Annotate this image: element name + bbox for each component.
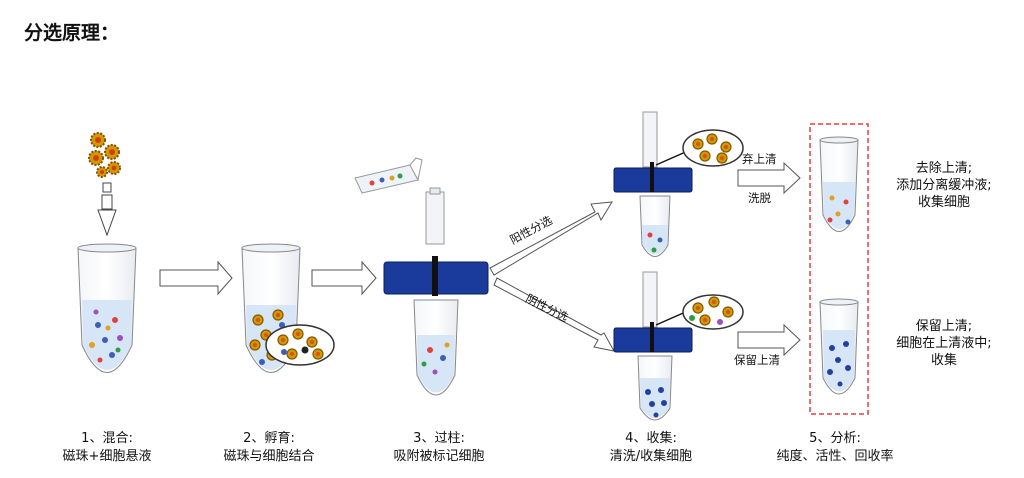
note-positive-line: 添加分离缓冲液; (896, 178, 992, 193)
zoom-bubble-positive (682, 129, 744, 167)
label-discard-supernatant: 弃上清 (742, 152, 777, 166)
tube-mix (77, 243, 137, 373)
arrow-negative-to-analysis (737, 323, 801, 357)
arrow-step2-3 (311, 260, 377, 296)
dropper-icon (97, 182, 117, 237)
column-syringe (425, 187, 445, 245)
step-caption-3: 3、过柱: 吸附被标记细胞 (374, 430, 504, 466)
step-caption-title: 1、混合: (81, 431, 133, 446)
magnetic-beads-cluster (88, 132, 121, 178)
column-tip (432, 256, 438, 296)
step-caption-5: 5、分析: 纯度、活性、回收率 (760, 430, 910, 466)
column-negative-syringe (642, 271, 658, 328)
step-caption-title: 5、分析: (809, 431, 861, 446)
step-caption-desc: 磁珠与细胞结合 (223, 449, 315, 464)
step-caption-1: 1、混合: 磁珠+细胞悬液 (47, 430, 167, 466)
column-negative-tip (650, 322, 654, 352)
column-positive-syringe (642, 111, 658, 168)
note-negative: 保留上清; 细胞在上清液中; 收集 (874, 318, 1014, 369)
column-positive-tip (650, 162, 654, 192)
arrow-positive-to-analysis (737, 161, 801, 195)
arrow-positive-branch (489, 201, 613, 276)
step-caption-desc: 纯度、活性、回收率 (776, 449, 894, 464)
pouring-tube (354, 157, 423, 194)
step-caption-desc: 清洗/收集细胞 (609, 449, 693, 464)
label-elute: 洗脱 (748, 191, 771, 205)
note-positive-line: 去除上清; (915, 161, 973, 176)
tube-positive (639, 195, 671, 257)
step-caption-4: 4、收集: 清洗/收集细胞 (586, 430, 716, 466)
tube-negative (637, 355, 673, 421)
label-keep-supernatant: 保留上清 (734, 353, 780, 367)
step-caption-title: 4、收集: (625, 431, 677, 446)
tube-analysis-negative (819, 298, 859, 395)
zoom-bubble-negative (682, 294, 744, 330)
note-negative-line: 收集 (930, 353, 957, 368)
note-positive-line: 收集细胞 (917, 195, 970, 210)
step-caption-desc: 吸附被标记细胞 (393, 449, 485, 464)
step-caption-desc: 磁珠+细胞悬液 (62, 449, 152, 464)
zoom-bubble-incubate (265, 324, 335, 366)
note-positive: 去除上清; 添加分离缓冲液; 收集细胞 (874, 160, 1014, 211)
step-caption-title: 2、孵育: (243, 431, 295, 446)
arrow-step1-2 (159, 260, 233, 296)
tube-analysis-positive (819, 136, 859, 232)
note-negative-line: 保留上清; (915, 319, 973, 334)
note-negative-line: 细胞在上清液中; (896, 336, 992, 351)
step-caption-title: 3、过柱: (413, 431, 465, 446)
arrow-negative-branch (493, 277, 615, 352)
page-title: 分选原理： (24, 22, 120, 44)
tube-column-collect (413, 299, 459, 396)
analysis-dashed-box (809, 123, 869, 415)
step-caption-2: 2、孵育: 磁珠与细胞结合 (204, 430, 334, 466)
